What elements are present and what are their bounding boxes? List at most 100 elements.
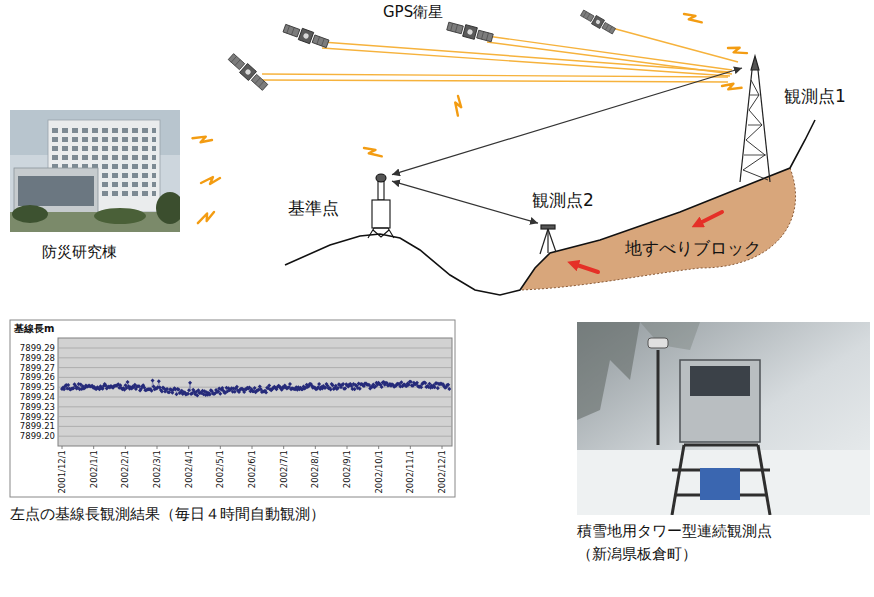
chart-caption: 左点の基線長観測結果（毎日４時間自動観測） [10, 505, 325, 523]
axis-tick: 7899.23 [12, 402, 55, 412]
data-point [331, 383, 335, 387]
axis-tick: 7899.20 [12, 431, 55, 441]
grid-line [58, 416, 452, 417]
axis-tick-mark [93, 446, 94, 449]
data-line [62, 381, 449, 396]
axis-tick-mark [220, 446, 221, 449]
data-point [423, 381, 427, 385]
grid-line [58, 426, 452, 427]
data-point [151, 379, 155, 383]
data-point [62, 387, 66, 391]
gps-rays [262, 28, 738, 82]
date-tick: 2002/7/1 [279, 450, 289, 488]
date-tick: 2002/5/1 [215, 450, 225, 488]
data-point [188, 381, 192, 385]
photo-caption: 防災研究棟 [42, 243, 117, 261]
data-point [336, 386, 340, 390]
data-point [447, 387, 451, 391]
data-point [66, 383, 70, 387]
ground-line [285, 120, 815, 295]
data-point [264, 390, 268, 394]
axis-tick-mark [157, 446, 158, 449]
axis-tick: 7899.24 [12, 392, 55, 402]
axis-tick: 7899.27 [12, 363, 55, 373]
axis-tick: 7899.25 [12, 382, 55, 392]
grid-line [58, 367, 452, 368]
lattice-tower [740, 56, 770, 182]
data-point [288, 382, 292, 386]
date-tick: 2002/1/1 [89, 450, 99, 488]
grid-line [58, 377, 452, 378]
baseline-arrow [392, 68, 742, 175]
station-node: 観測点1 [742, 54, 768, 74]
date-tick: 2002/2/1 [120, 450, 130, 488]
date-tick: 2001/12/1 [57, 450, 67, 494]
axis-tick-mark [347, 446, 348, 449]
photo-caption: 積雪地用タワー型連続観測点 （新潟県板倉町） [577, 520, 869, 565]
baseline-arrow [392, 181, 538, 223]
axis-tick-mark [252, 446, 253, 449]
data-point [341, 382, 345, 386]
tripod-station [540, 225, 556, 254]
data-point [208, 393, 212, 397]
station-node: 基準点 [370, 168, 392, 188]
data-point [187, 388, 191, 392]
grid-line [58, 357, 452, 358]
axis-tick: 7899.29 [12, 343, 55, 353]
data-point [343, 386, 347, 390]
axis-tick-mark [188, 446, 189, 449]
data-point [235, 385, 239, 389]
chart-frame [10, 320, 455, 497]
station-node: 観測点2 [538, 220, 558, 232]
data-point [358, 387, 362, 391]
date-tick: 2002/9/1 [342, 450, 352, 488]
axis-tick-mark [283, 446, 284, 449]
satellite-label: GPS衛星 [383, 3, 443, 21]
station-label: 観測点1 [784, 86, 846, 106]
axis-tick: 7899.21 [12, 421, 55, 431]
data-point [329, 388, 333, 392]
date-tick: 2002/8/1 [310, 450, 320, 488]
data-point [380, 385, 384, 389]
data-point [157, 379, 161, 383]
data-point [317, 382, 321, 386]
data-point [419, 385, 423, 389]
axis-tick-mark [410, 446, 411, 449]
date-tick: 2002/11/1 [405, 450, 415, 494]
date-tick: 2002/6/1 [247, 450, 257, 488]
date-tick: 2002/10/1 [374, 450, 384, 494]
region-label: 地すべりブロック [625, 238, 761, 258]
building-photo [10, 110, 180, 232]
date-tick: 2002/12/1 [437, 450, 447, 494]
data-point [415, 381, 419, 385]
axis-tick-mark [442, 446, 443, 449]
date-tick: 2002/4/1 [184, 450, 194, 488]
reference-tower [368, 174, 394, 238]
axis-tick: 7899.28 [12, 353, 55, 363]
data-point [436, 386, 440, 390]
axis-tick-mark [315, 446, 316, 449]
date-tick: 2002/3/1 [152, 450, 162, 488]
data-point [409, 380, 413, 384]
signal-bolts [192, 9, 747, 224]
axis-tick: 7899.22 [12, 412, 55, 422]
station-label: 基準点 [288, 198, 339, 218]
satellites [227, 9, 616, 92]
data-point [446, 383, 450, 387]
tower-photo [577, 322, 870, 515]
axis-tick-mark [378, 446, 379, 449]
axis-tick-mark [125, 446, 126, 449]
landslide-block [520, 168, 796, 290]
axis-title: 基線長m [14, 323, 54, 335]
axis-tick: 7899.26 [12, 372, 55, 382]
grid-line [58, 348, 452, 349]
grid-line [58, 397, 452, 398]
data-point [267, 383, 271, 387]
baseline-chart [10, 320, 455, 497]
data-point [218, 392, 222, 396]
station-label: 観測点2 [532, 190, 594, 210]
grid-line [58, 436, 452, 437]
grid-line [58, 406, 452, 407]
